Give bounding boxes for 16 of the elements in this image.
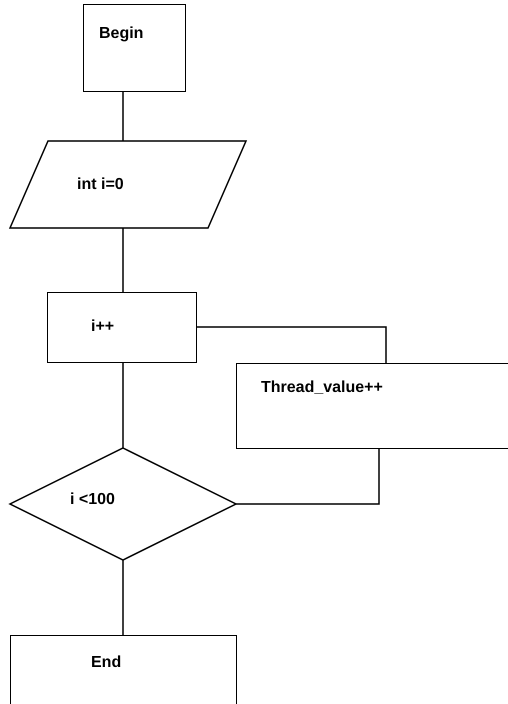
connector-line [122, 363, 124, 448]
connector-line [122, 560, 124, 635]
connector-line [236, 449, 380, 505]
connector-line [122, 228, 124, 292]
node-label: Begin [99, 25, 144, 43]
connector-line [197, 326, 387, 363]
process-box [10, 635, 237, 704]
node-label: int i=0 [77, 176, 124, 194]
node-label: End [91, 654, 122, 672]
process-box [236, 363, 508, 449]
node-label: i <100 [70, 491, 115, 509]
process-box [47, 292, 197, 363]
connector-line [122, 92, 124, 141]
process-box [83, 4, 186, 92]
node-label: i++ [91, 318, 114, 336]
node-label: Thread_value++ [261, 379, 383, 397]
